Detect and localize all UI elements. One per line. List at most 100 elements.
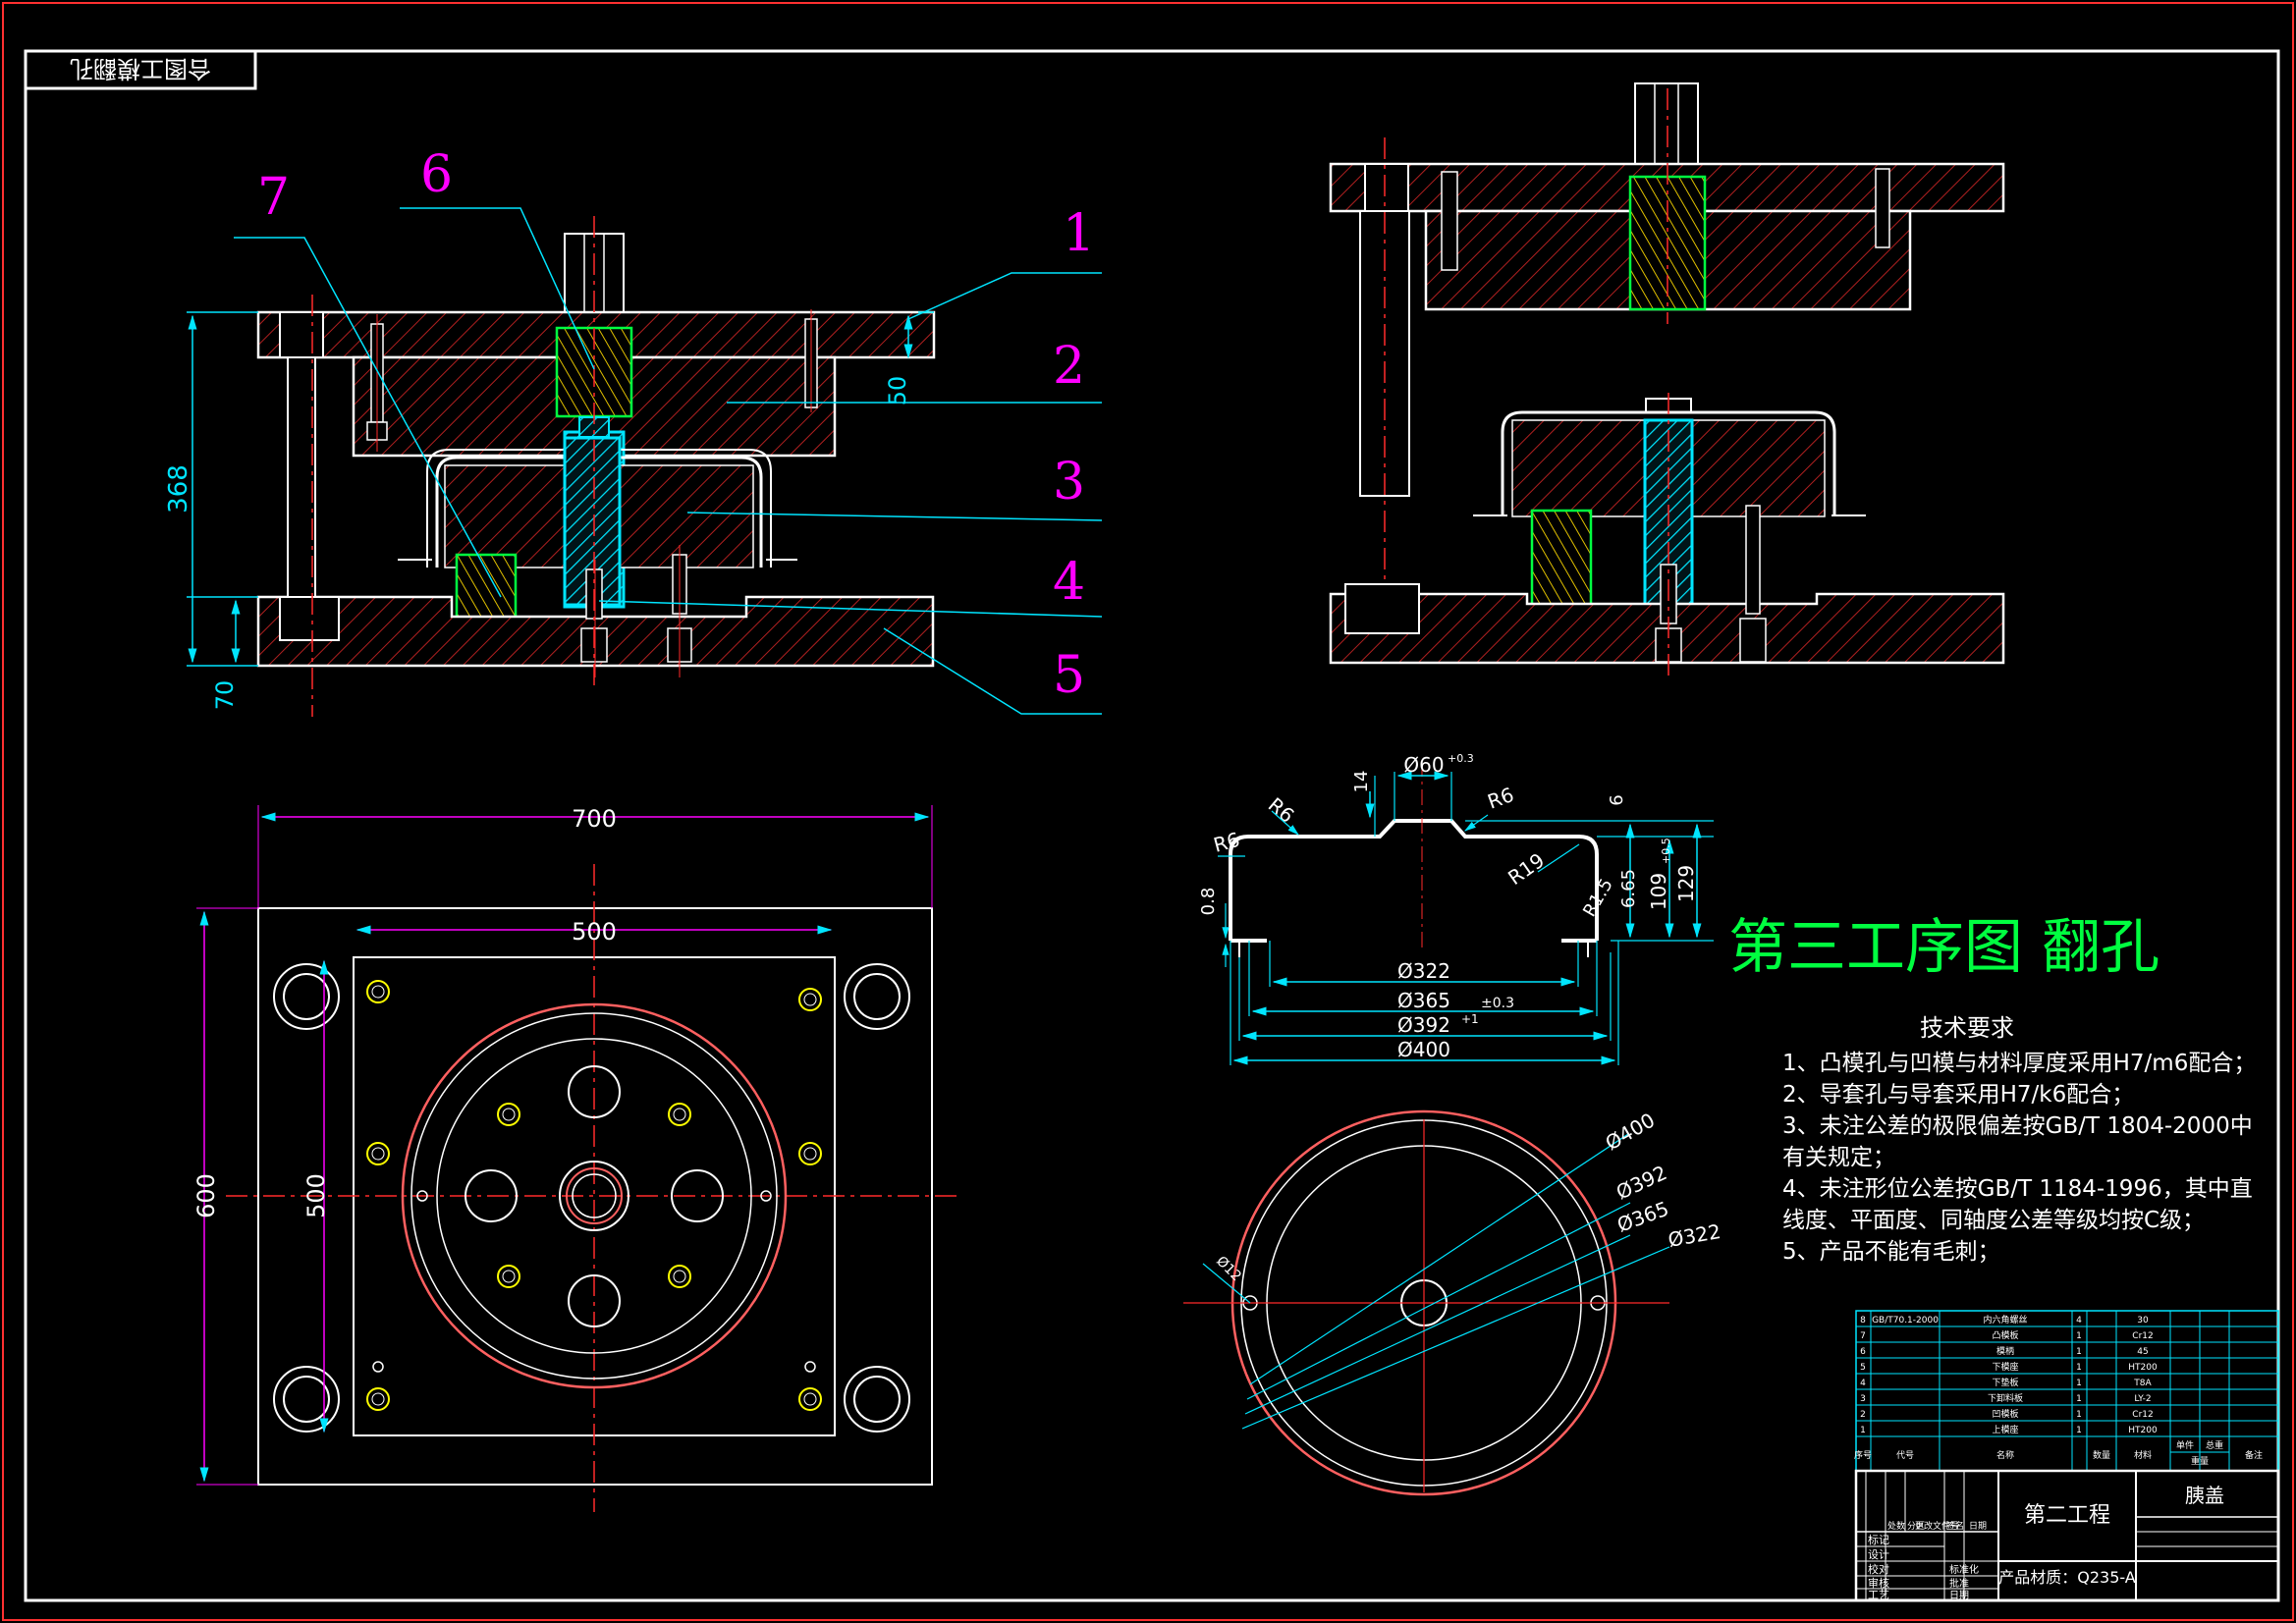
callout-4: 4 <box>1053 553 1085 612</box>
tb-left-4: 工艺 <box>1868 1589 1889 1601</box>
callout-3: 3 <box>1053 453 1085 512</box>
bom-qty: 1 <box>2076 1426 2082 1435</box>
bom-no: 6 <box>1860 1347 1866 1357</box>
dim-14: 14 <box>1351 771 1372 793</box>
tb-mid-2: 日期 <box>1949 1590 1969 1601</box>
dim-d60-tol: +0.3 <box>1448 752 1474 765</box>
callout-2: 2 <box>1053 337 1085 396</box>
dim-r1: R1.5 <box>1579 875 1617 920</box>
bom-h-remark: 备注 <box>2245 1449 2263 1461</box>
bom-material: LY-2 <box>2134 1394 2151 1404</box>
process-name: 第二工程 <box>2024 1503 2110 1528</box>
requirement-5: 5、产品不能有毛刺； <box>1782 1239 2000 1265</box>
tb-left-3: 审核 <box>1868 1576 1889 1590</box>
dim-r6-top-left: R6 <box>1264 792 1299 827</box>
plan-dim-d322: Ø322 <box>1667 1219 1722 1252</box>
bom-material: Cr12 <box>2132 1410 2153 1420</box>
bom-name: 下模座 <box>1992 1361 2018 1373</box>
requirements-heading: 技术要求 <box>1920 1014 2014 1042</box>
bom-name: 上模座 <box>1992 1424 2018 1435</box>
tb-col-2: 更改文件号 <box>1915 1520 1959 1532</box>
requirement-2: 2、导套孔与导套采用H7/k6配合； <box>1782 1082 2134 1108</box>
plan-hole-label: Ø12 <box>1213 1254 1244 1285</box>
dim-70: 70 <box>211 680 239 711</box>
dim-600: 600 <box>192 1173 220 1218</box>
bom-h-unit: 单件 <box>2176 1439 2194 1451</box>
requirement-1: 1、凸模孔与凹模与材料厚度采用H7/m6配合； <box>1782 1051 2256 1076</box>
dim-0-8: 0.8 <box>1198 888 1219 916</box>
bom-material: 45 <box>2137 1347 2148 1357</box>
callout-1: 1 <box>1063 204 1095 263</box>
dim-368: 368 <box>164 464 193 514</box>
product-name: 胰盖 <box>2185 1484 2224 1507</box>
bom-h-name: 名称 <box>1996 1449 2014 1461</box>
bom-no: 2 <box>1860 1410 1866 1420</box>
dim-d322: Ø322 <box>1397 959 1450 983</box>
dim-d365-tol: ±0.3 <box>1481 996 1514 1011</box>
dim-d392: Ø392 <box>1397 1013 1450 1037</box>
callout-6: 6 <box>420 145 453 204</box>
dim-d392-tol: +1 <box>1461 1012 1479 1026</box>
tb-col-3: 签名 <box>1946 1520 1964 1532</box>
bom-h-code: 代号 <box>1896 1450 1914 1461</box>
part-section: Ø322 Ø365 ±0.3 Ø392 +1 Ø400 Ø60 +0.3 14 … <box>1198 752 1714 1065</box>
drawing-title: 第三工序图 翻孔 <box>1728 913 2159 982</box>
dim-d365: Ø365 <box>1397 989 1450 1012</box>
tb-left-0: 标记 <box>1868 1533 1889 1546</box>
bom-qty: 1 <box>2076 1363 2082 1373</box>
part-plan: Ø400 Ø392 Ø365 Ø322 Ø12 <box>1183 1109 1722 1496</box>
bom-code: GB/T70.1-2000 <box>1872 1316 1939 1325</box>
inner-frame <box>24 49 2280 1602</box>
callout-5: 5 <box>1053 646 1085 705</box>
tb-col-4: 日期 <box>1969 1521 1987 1532</box>
title-block: 第二工程 胰盖 产品材质：Q235-A 标记 设计 校对 审核 工艺 处数 分区… <box>1854 1469 2280 1602</box>
dim-129: 129 <box>1674 865 1698 902</box>
bom-name: 模柄 <box>1996 1345 2014 1357</box>
technical-requirements: 技术要求 1、凸模孔与凹模与材料厚度采用H7/m6配合； 2、导套孔与导套采用H… <box>1782 1014 2256 1265</box>
bom-no: 7 <box>1860 1331 1866 1341</box>
dim-700: 700 <box>572 805 617 833</box>
bom-h-material: 材料 <box>2134 1449 2152 1461</box>
callout-7: 7 <box>257 168 290 227</box>
dim-d400: Ø400 <box>1397 1038 1450 1061</box>
requirement-4a: 4、未注形位公差按GB/T 1184-1996，其中直 <box>1782 1176 2253 1202</box>
bom-no: 8 <box>1860 1316 1866 1325</box>
bom-h-weight: 重量 <box>2191 1455 2209 1467</box>
dim-6: 6 <box>1607 794 1627 805</box>
dim-109: 109 <box>1647 873 1670 910</box>
requirement-3b: 有关规定； <box>1782 1145 1895 1170</box>
bom-qty: 1 <box>2076 1394 2082 1404</box>
bom-material: Cr12 <box>2132 1331 2153 1341</box>
bom-qty: 1 <box>2076 1347 2082 1357</box>
tb-col-1: 分区 <box>1907 1521 1925 1532</box>
dim-r6-left: R6 <box>1211 828 1242 857</box>
tb-left-1: 设计 <box>1868 1548 1889 1561</box>
bom-no: 3 <box>1860 1394 1866 1404</box>
plan-view: 700 500 600 500 <box>192 805 962 1512</box>
requirement-3a: 3、未注公差的极限偏差按GB/T 1804-2000中 <box>1782 1113 2253 1139</box>
bom-no: 1 <box>1860 1426 1866 1435</box>
bom-material: 30 <box>2137 1316 2149 1325</box>
dim-6-65: 6.65 <box>1618 869 1639 908</box>
dim-50: 50 <box>884 376 911 406</box>
open-die-view <box>1329 82 2005 677</box>
bom-qty: 1 <box>2076 1331 2082 1341</box>
bom-qty: 1 <box>2076 1410 2082 1420</box>
bom-no: 5 <box>1860 1363 1866 1373</box>
tb-col-0: 处数 <box>1887 1520 1905 1532</box>
corner-label-box <box>24 49 257 90</box>
bom-name: 凸模板 <box>1992 1329 2018 1341</box>
bom-no: 4 <box>1860 1379 1866 1388</box>
dim-109-tol: +0.5 <box>1660 838 1672 864</box>
requirement-4b: 线度、平面度、同轴度公差等级均按C级； <box>1782 1208 2205 1233</box>
bom-material: T8A <box>2133 1379 2152 1388</box>
bom-qty: 4 <box>2076 1316 2082 1325</box>
dim-500-h: 500 <box>572 918 617 946</box>
tb-mid-0: 标准化 <box>1949 1563 1979 1576</box>
bom-h-qty: 数量 <box>2093 1449 2110 1461</box>
tb-mid-1: 批准 <box>1949 1577 1969 1590</box>
product-material: 产品材质：Q235-A <box>1998 1568 2136 1587</box>
